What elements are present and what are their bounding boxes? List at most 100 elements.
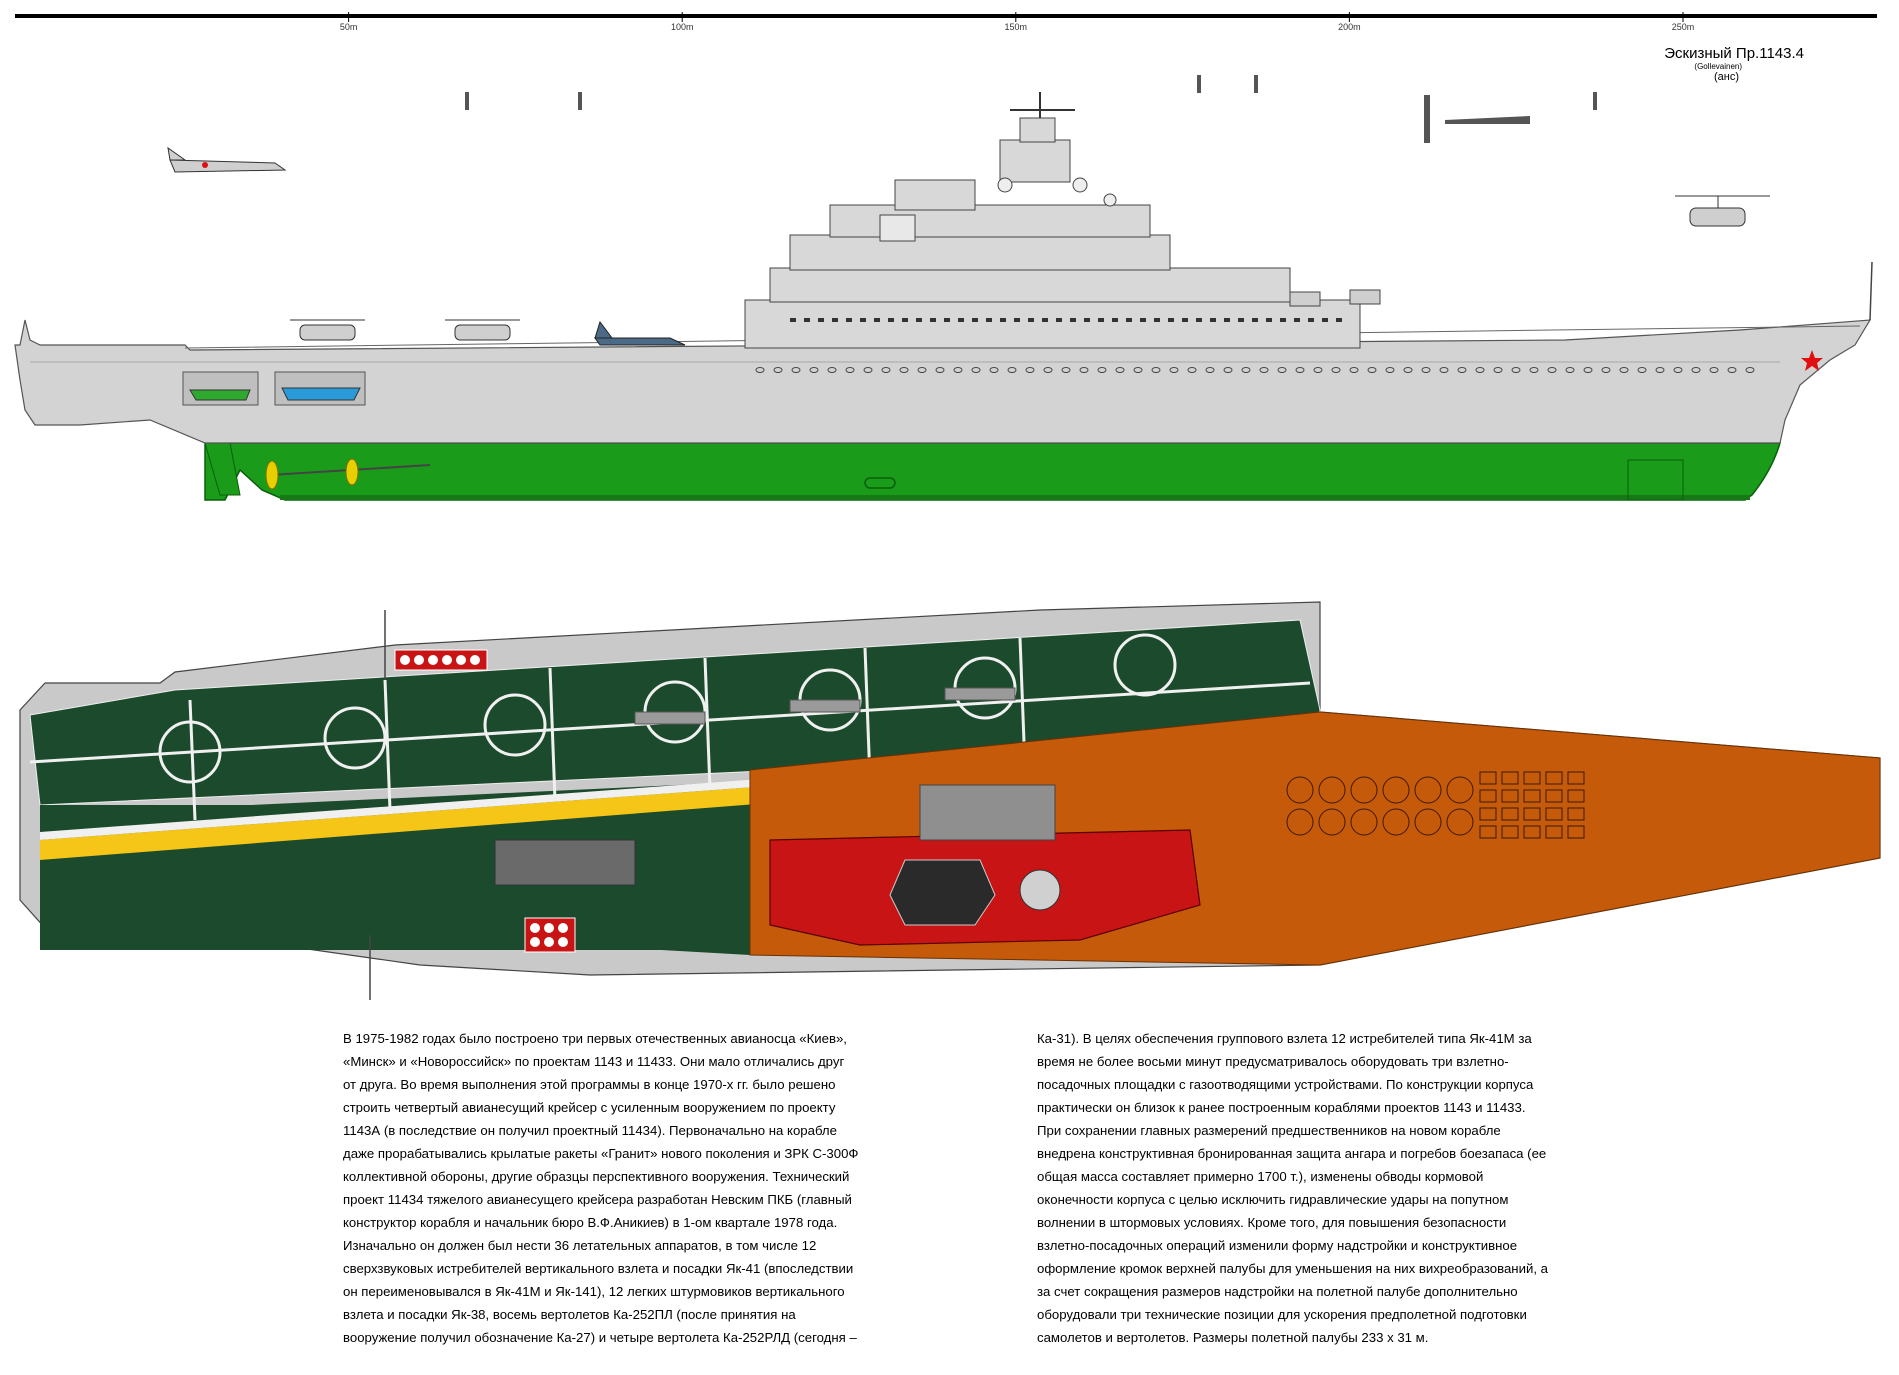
launcher-cell — [1350, 776, 1378, 804]
launcher-cell — [1446, 808, 1474, 836]
launcher-cell — [530, 937, 540, 947]
porthole — [1205, 367, 1215, 373]
superstructure-window — [1028, 318, 1034, 322]
superstructure-window — [1308, 318, 1314, 322]
superstructure-window — [1070, 318, 1076, 322]
porthole — [971, 367, 981, 373]
porthole — [1601, 367, 1611, 373]
launcher-cell — [1523, 771, 1541, 785]
porthole — [773, 367, 783, 373]
superstructure-window — [1266, 318, 1272, 322]
superstructure-window — [958, 318, 964, 322]
porthole — [1745, 367, 1755, 373]
scale-tick-label: 200m — [1338, 22, 1361, 32]
launcher-cell — [1382, 808, 1410, 836]
gun-turret-2 — [1349, 289, 1381, 305]
launcher-cell — [1567, 771, 1585, 785]
superstructure-window — [1196, 318, 1202, 322]
porthole — [1349, 367, 1359, 373]
title-author: (Gollevainen) — [1694, 62, 1742, 71]
superstructure-window — [846, 318, 852, 322]
scale-tick-label: 250m — [1672, 22, 1695, 32]
launcher-cell — [1501, 771, 1519, 785]
porthole — [1727, 367, 1737, 373]
superstructure-window — [944, 318, 950, 322]
porthole — [881, 367, 891, 373]
description-line: даже прорабатывались крылатые ракеты «Гр… — [343, 1146, 859, 1161]
porthole — [1313, 367, 1323, 373]
superstructure-window — [1280, 318, 1286, 322]
porthole — [1025, 367, 1035, 373]
superstructure-window — [1126, 318, 1132, 322]
island-antenna-dish — [1019, 869, 1061, 911]
superstructure-window — [790, 318, 796, 322]
porthole — [1187, 367, 1197, 373]
porthole — [1655, 367, 1665, 373]
description-line: внедрена конструктивная бронированная за… — [1037, 1146, 1547, 1161]
launcher-cell — [470, 655, 480, 665]
porthole — [1079, 367, 1089, 373]
porthole — [1043, 367, 1053, 373]
superstructure-window — [1056, 318, 1062, 322]
superstructure-window — [874, 318, 880, 322]
description-line: В 1975-1982 годах было построено три пер… — [343, 1031, 847, 1046]
description-line: взлетно-посадочных операций изменили фор… — [1037, 1238, 1518, 1253]
launcher-cell — [1382, 776, 1410, 804]
porthole — [935, 367, 945, 373]
description-line: оконечности корпуса с целью исключить ги… — [1037, 1192, 1509, 1207]
porthole — [1565, 367, 1575, 373]
superstructure-window — [930, 318, 936, 322]
superstructure-window — [818, 318, 824, 322]
porthole — [899, 367, 909, 373]
description-line: общая масса составляет примерно 1700 т.)… — [1037, 1169, 1484, 1184]
underwater-hull — [204, 442, 1782, 501]
description-line: самолетов и вертолетов. Размеры полетной… — [1037, 1330, 1429, 1345]
porthole — [755, 367, 765, 373]
description-left-column: В 1975-1982 годах было построено три пер… — [343, 1027, 858, 1349]
description-line: 1143А (в последствие он получил проектны… — [343, 1123, 837, 1138]
launcher-cell — [414, 655, 424, 665]
launcher-cell — [1501, 789, 1519, 803]
launcher-cell — [1318, 808, 1346, 836]
superstructure-window — [888, 318, 894, 322]
superstructure-window — [972, 318, 978, 322]
porthole — [1421, 367, 1431, 373]
superstructure-window — [1140, 318, 1146, 322]
porthole — [1061, 367, 1071, 373]
superstructure-window — [1252, 318, 1258, 322]
superstructure-window — [902, 318, 908, 322]
porthole — [1223, 367, 1233, 373]
launcher-cell — [400, 655, 410, 665]
missile-silhouettes — [465, 75, 1597, 143]
launcher-cell — [456, 655, 466, 665]
superstructure-window — [1182, 318, 1188, 322]
launcher-cell — [1479, 807, 1497, 821]
porthole — [1439, 367, 1449, 373]
description-line: конструктор корабля и начальник бюро В.Ф… — [343, 1215, 838, 1230]
helicopter-on-deck-2 — [445, 319, 520, 341]
launcher-cell — [1350, 808, 1378, 836]
porthole — [1457, 367, 1467, 373]
porthole — [1619, 367, 1629, 373]
launcher-cell — [1523, 807, 1541, 821]
jet-blast-deflectors — [634, 687, 1016, 725]
porthole — [1529, 367, 1539, 373]
porthole — [1673, 367, 1683, 373]
flying-helicopter — [1675, 195, 1770, 227]
hull-side — [14, 319, 1872, 444]
launcher-cell — [1501, 807, 1519, 821]
description-line: сверхзвуковых истребителей вертикального… — [343, 1261, 854, 1276]
description-line: он переименовывался в Як-41М и Як-141), … — [343, 1284, 845, 1299]
superstructure-window — [916, 318, 922, 322]
launcher-cell — [544, 937, 554, 947]
launcher-cell — [530, 923, 540, 933]
superstructure-window — [1014, 318, 1020, 322]
porthole — [1637, 367, 1647, 373]
superstructure-window — [986, 318, 992, 322]
side-profile — [14, 75, 1873, 501]
jet-on-deck — [594, 320, 686, 346]
superstructure-window — [1084, 318, 1090, 322]
porthole — [1007, 367, 1017, 373]
description-line: волнении в штормовых условиях. Кроме тог… — [1037, 1215, 1507, 1230]
superstructure-window — [1238, 318, 1244, 322]
